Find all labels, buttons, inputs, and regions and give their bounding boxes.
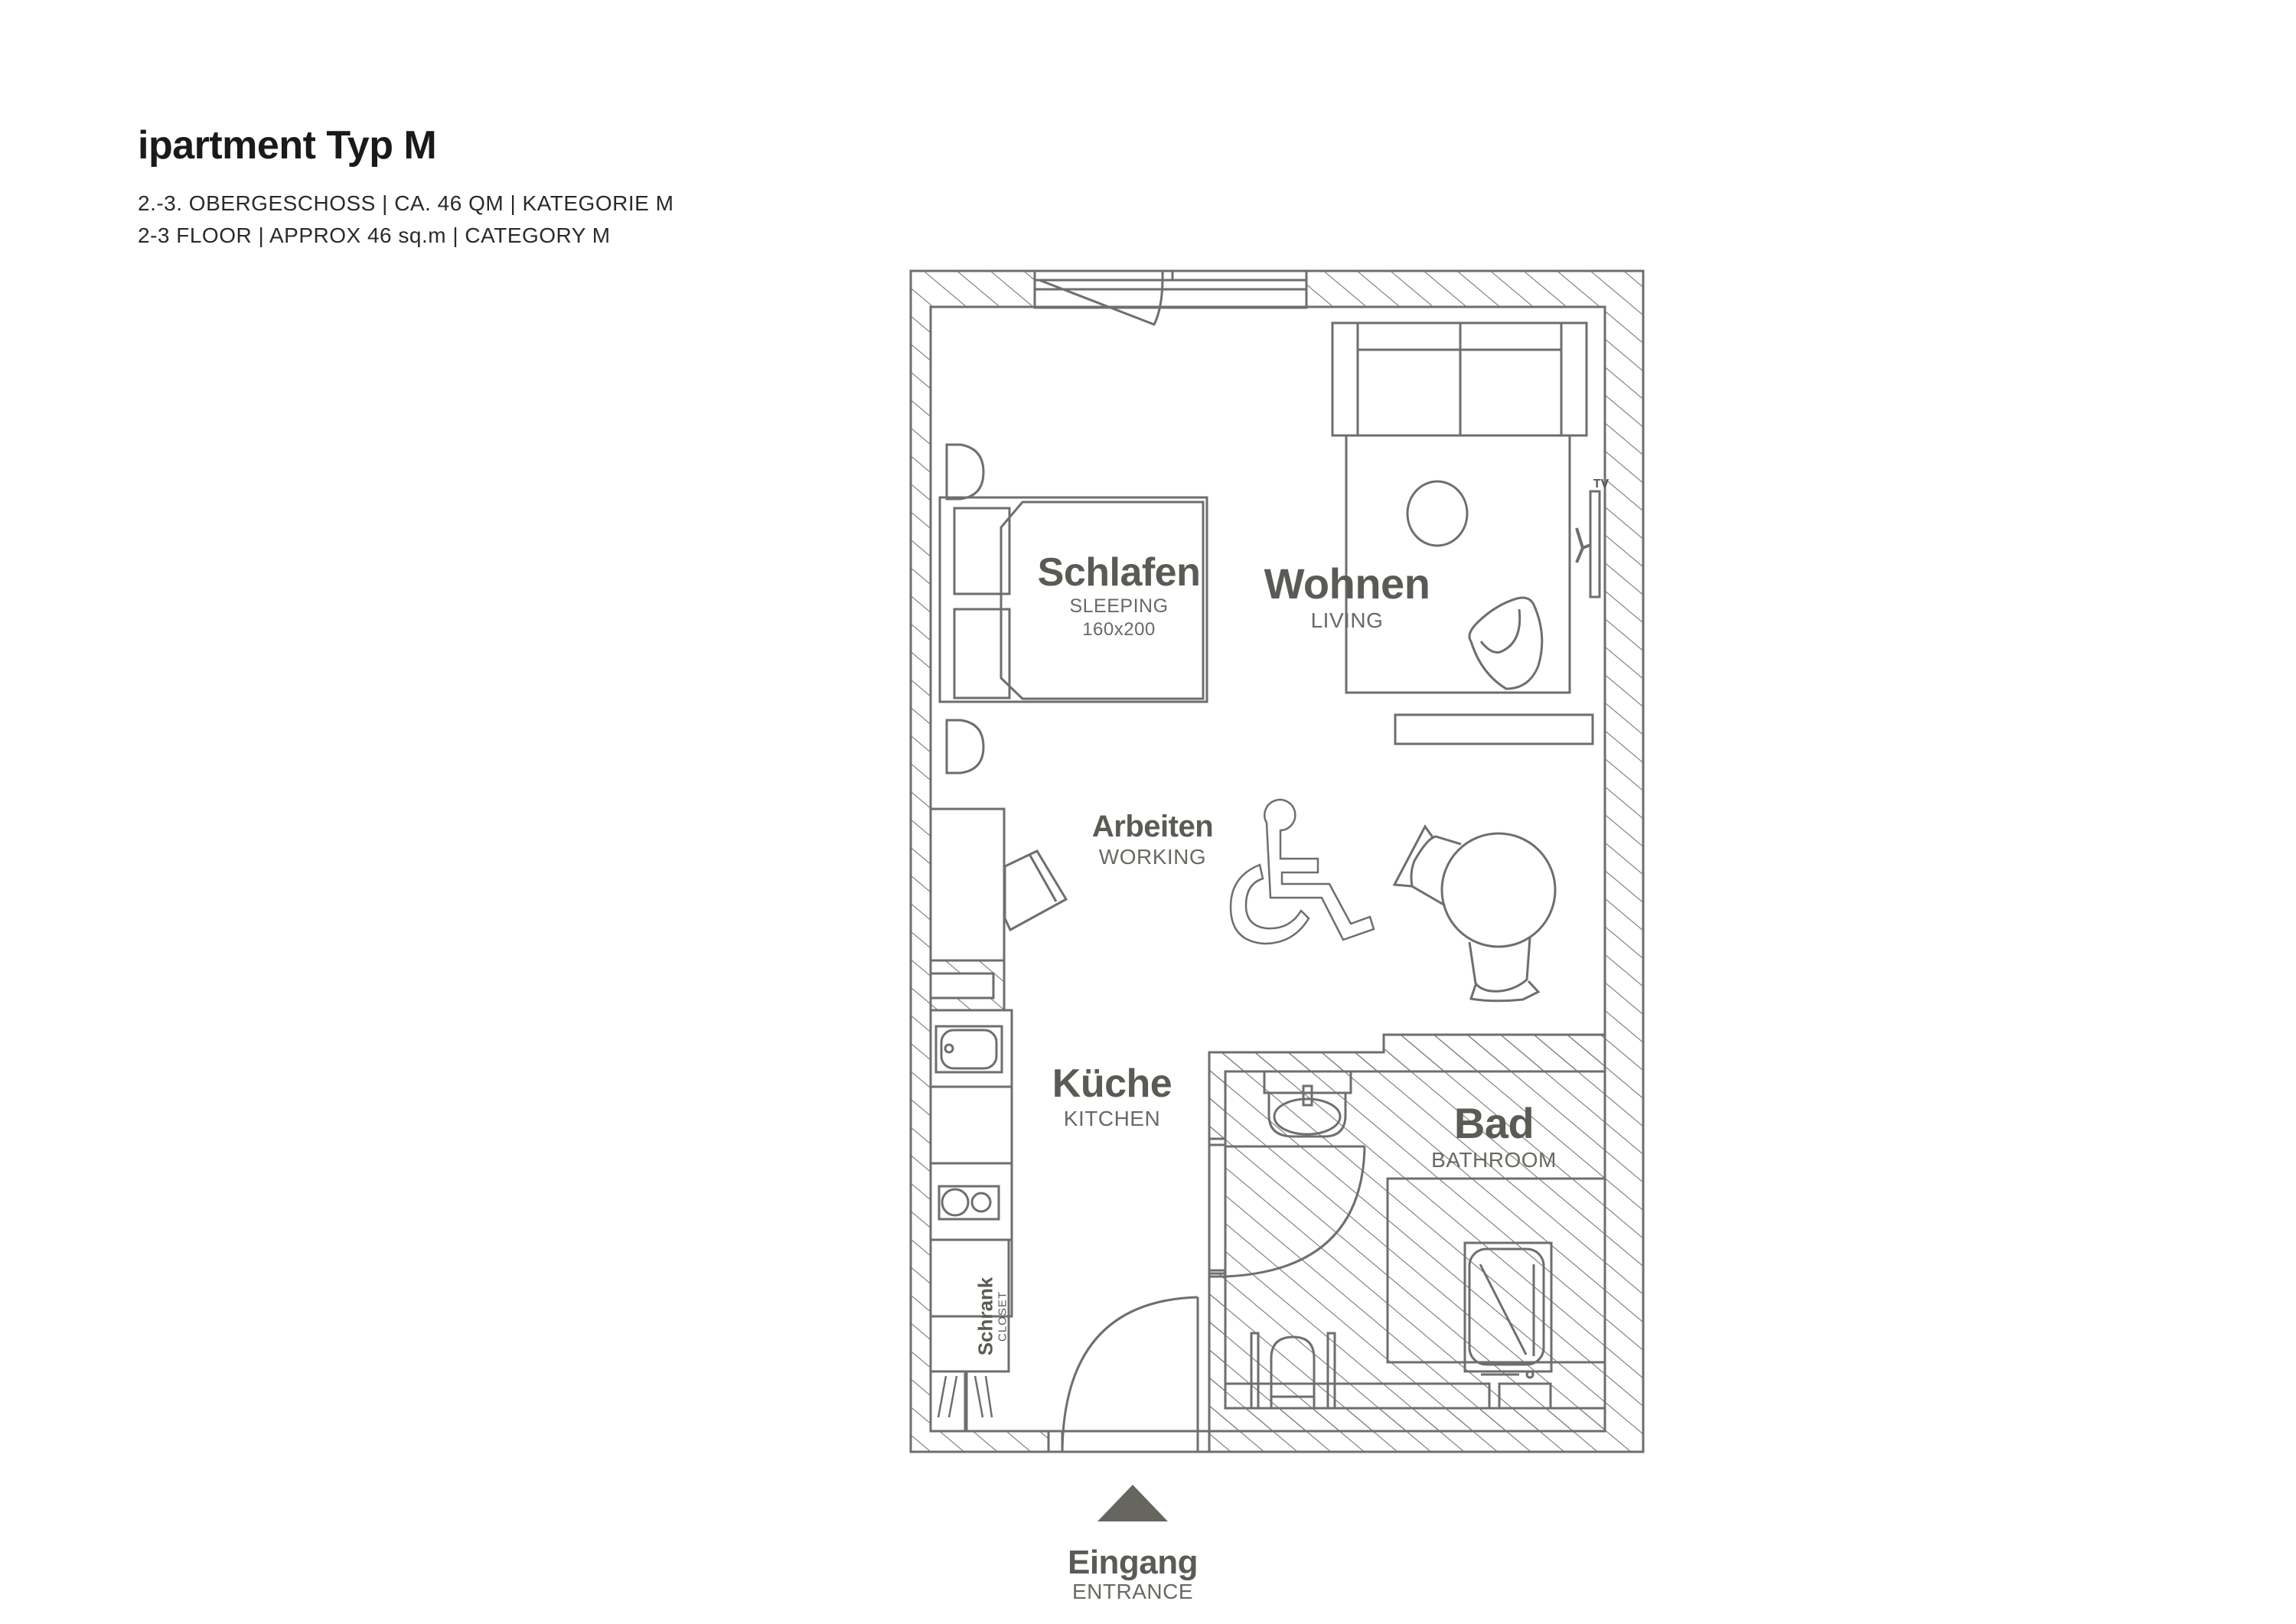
tv-label: TV [1593, 478, 1609, 491]
coat-rack [937, 1371, 993, 1431]
coffee-table [1406, 480, 1469, 547]
kitchen-counter [929, 1009, 1013, 1318]
wheelchair-icon [1229, 798, 1375, 945]
tv-rotate-icon [1575, 527, 1591, 563]
desk-chair [1003, 850, 1068, 932]
sideboard [1394, 713, 1594, 745]
entrance-label: Eingang ENTRANCE [1067, 1544, 1199, 1603]
shower-tray [1463, 1241, 1553, 1379]
bath-shelf [1224, 1382, 1491, 1410]
window-door-swing [1039, 270, 1164, 326]
bed [938, 496, 1208, 703]
rug [1345, 435, 1571, 694]
plan-subtitle-de: 2.-3. OBERGESCHOSS | CA. 46 QM | KATEGOR… [138, 191, 674, 215]
room-label-living: Wohnen LIVING [1264, 559, 1430, 632]
plan-title: ipartment Typ M [138, 123, 437, 168]
tv [1589, 490, 1601, 598]
dining-table [1440, 832, 1557, 948]
bath-shelf-small [1498, 1382, 1552, 1410]
dining-chair-bottom [1468, 937, 1541, 1003]
entrance-door-swing [1061, 1296, 1199, 1453]
room-label-kitchen: Küche KITCHEN [1052, 1061, 1172, 1130]
room-label-working: Arbeiten WORKING [1091, 810, 1214, 869]
shower-area [1386, 1177, 1606, 1364]
nightstand-top [945, 443, 985, 501]
room-label-closet: Schrank CLOSET [974, 1277, 1009, 1356]
dining-chair-left [1392, 824, 1462, 907]
bathroom-door-swing [1225, 1146, 1366, 1278]
washbasin [1263, 1070, 1352, 1138]
plan-subtitle-en: 2-3 FLOOR | APPROX 46 sq.m | CATEGORY M [138, 223, 611, 247]
closet [929, 1238, 1010, 1373]
room-label-bathroom: Bad BATHROOM [1431, 1099, 1557, 1172]
entrance-arrow-icon [1097, 1485, 1168, 1521]
armchair [1468, 596, 1544, 690]
nightstand-bottom [945, 719, 985, 774]
desk [929, 807, 1006, 962]
room-label-sleeping: Schlafen SLEEPING 160x200 [1037, 550, 1201, 640]
sofa [1331, 321, 1588, 437]
